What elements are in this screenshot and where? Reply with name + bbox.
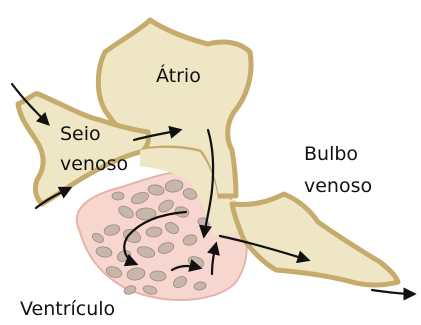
label-sinus-line1: Seio: [60, 123, 101, 145]
bulbus: [232, 194, 398, 285]
flow-arrow-out: [372, 290, 414, 294]
label-bulb-line2: venoso: [304, 175, 372, 197]
trabecula-blob: [112, 192, 124, 200]
label-atrium: Átrio: [156, 64, 201, 87]
label-sinus-line2: venoso: [60, 153, 128, 175]
label-ventricle: Ventrículo: [20, 298, 115, 320]
label-bulb-line1: Bulbo: [304, 143, 358, 165]
